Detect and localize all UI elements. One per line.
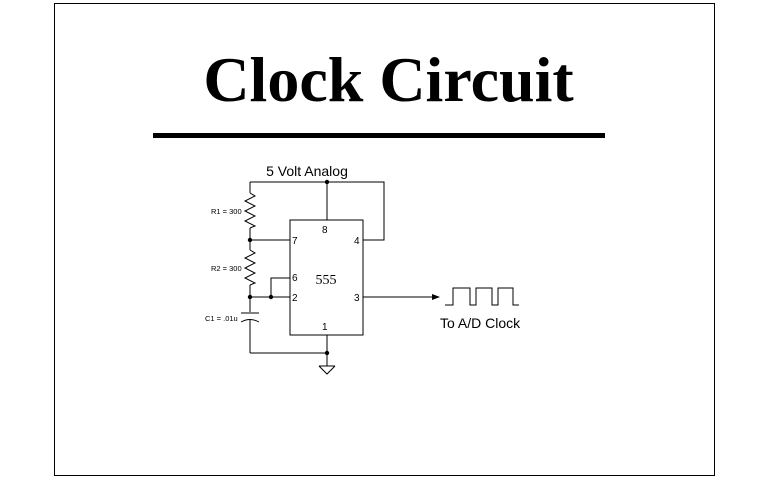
- ground-rail: [250, 335, 328, 366]
- square-wave-icon: [445, 287, 519, 306]
- node-junction-dot: [247, 294, 253, 300]
- pin-8-label: 8: [322, 225, 328, 236]
- output-label: To A/D Clock: [440, 315, 521, 331]
- ground-icon: [318, 365, 336, 375]
- ground-junction-dot: [324, 350, 330, 356]
- r1-label: R1 = 300: [211, 207, 242, 216]
- pin-4-label: 4: [354, 236, 360, 247]
- ic-555-label: 555: [316, 273, 337, 288]
- c1-label: C1 = .01u: [205, 314, 238, 323]
- slide-title: Clock Circuit: [203, 44, 574, 115]
- supply-rail: [249, 181, 385, 241]
- r2-label: R2 = 300: [211, 264, 242, 273]
- c1-capacitor: [240, 312, 260, 353]
- pin-7-label: 7: [292, 236, 298, 247]
- pin7-wire: [249, 228, 290, 250]
- r1-resistor: [243, 192, 257, 229]
- pin-3-label: 3: [354, 293, 360, 304]
- title-underline: [153, 133, 605, 138]
- pin7-junction-dot: [247, 237, 253, 243]
- pin-6-label: 6: [292, 273, 298, 284]
- pin6-junction-dot: [268, 294, 274, 300]
- output-arrow: [363, 294, 440, 300]
- supply-junction-dot: [324, 179, 330, 185]
- ic-555-body: [289, 219, 364, 336]
- pin-1-label: 1: [322, 322, 328, 333]
- supply-label: 5 Volt Analog: [266, 163, 348, 179]
- r2-resistor: [243, 249, 257, 286]
- pin-2-label: 2: [292, 293, 298, 304]
